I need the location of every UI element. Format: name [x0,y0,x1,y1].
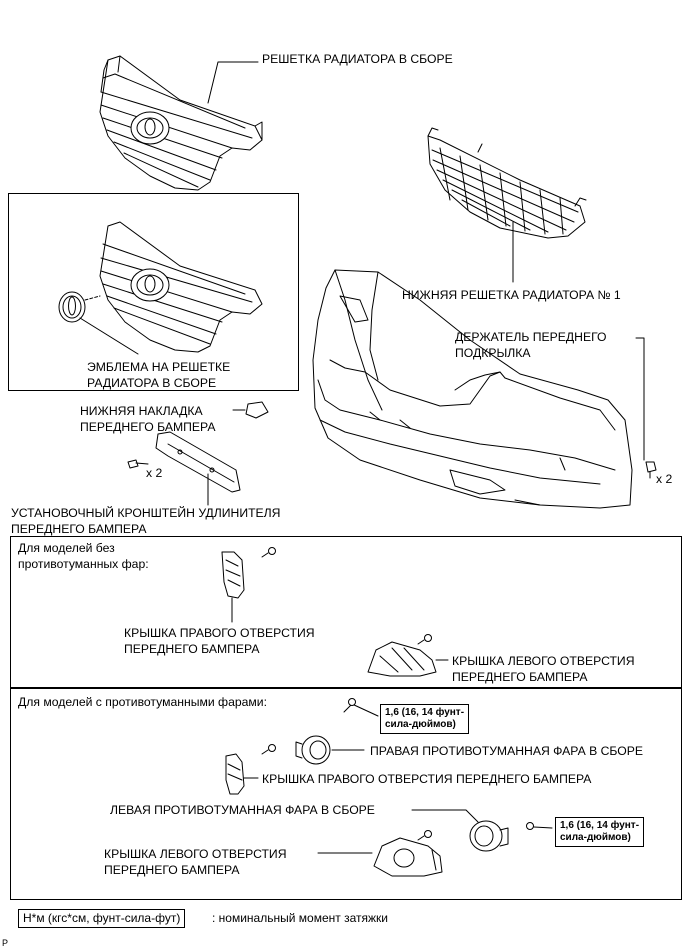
left-fog-screw-illustration [526,822,553,830]
radiator-grille-illustration [99,55,263,191]
lower-grille-label: НИЖНЯЯ РЕШЕТКА РАДИАТОРА № 1 [402,288,621,302]
extension-bracket-illustration [155,431,241,493]
no-fog-left-cover-illustration [367,641,437,677]
torque-spec-right: 1,6 (16, 14 фунт- сила-дюймов) [380,704,470,734]
fog-section-frame [10,688,682,900]
torque-spec-left: 1,6 (16, 14 фунт- сила-дюймов) [555,817,645,847]
left-fog-lamp-label: ЛЕВАЯ ПРОТИВОТУМАННАЯ ФАРА В СБОРЕ [110,803,375,817]
grille-assembly-leader [207,61,259,104]
right-fog-lamp-illustration [295,735,331,765]
lower-bumper-cover-illustration [245,401,269,419]
fog-left-screw-illustration [417,830,432,841]
no-fog-right-cover-label: КРЫШКА ПРАВОГО ОТВЕРСТИЯ ПЕРЕДНЕГО БАМПЕ… [124,626,315,656]
retainer-clip-illustration [645,461,657,479]
corner-mark: P [2,938,9,948]
right-fog-screw-illustration [348,698,356,706]
fender-liner-retainer-label: ДЕРЖАТЕЛЬ ПЕРЕДНЕГО ПОДКРЫЛКА [455,330,607,360]
bracket-screw-qty: x 2 [146,466,163,480]
emblem-label: ЭМБЛЕМА НА РЕШЕТКЕ РАДИАТОРА В СБОРЕ [87,360,231,390]
torque-legend-description: : номинальный момент затяжки [212,911,388,925]
left-fog-lamp-illustration [469,820,509,852]
emblem-illustration [58,291,101,323]
fog-right-cover-illustration [225,753,245,795]
fog-left-cover-label: КРЫШКА ЛЕВОГО ОТВЕРСТИЯ ПЕРЕДНЕГО БАМПЕР… [104,847,287,877]
no-fog-right-screw-illustration [261,547,276,558]
torque-unit-legend: Н*м (кгс*см, фунт-сила-фут) [18,909,186,928]
emblem-leader [79,317,139,355]
no-fog-section-frame [10,536,682,688]
bracket-screw-illustration [127,459,149,469]
no-fog-right-cover-illustration [221,551,245,599]
no-fog-left-screw-illustration [417,634,432,645]
retainer-leader [635,337,645,461]
fog-right-cover-label: КРЫШКА ПРАВОГО ОТВЕРСТИЯ ПЕРЕДНЕГО БАМПЕ… [262,772,592,786]
right-fog-lamp-label: ПРАВАЯ ПРОТИВОТУМАННАЯ ФАРА В СБОРЕ [370,744,644,758]
emblem-inset-frame [8,193,299,391]
torque-right-leader [343,703,379,717]
lower-grille-illustration [427,127,587,239]
inset-grille-illustration [99,221,263,353]
fog-left-cover-illustration [373,837,443,877]
lower-bumper-cover-label: НИЖНЯЯ НАКЛАДКА ПЕРЕДНЕГО БАМПЕРА [80,404,216,434]
grille-assembly-label: РЕШЕТКА РАДИАТОРА В СБОРЕ [262,52,453,66]
no-fog-left-cover-label: КРЫШКА ЛЕВОГО ОТВЕРСТИЯ ПЕРЕДНЕГО БАМПЕР… [452,654,635,684]
left-fog-lamp-leader [411,809,479,823]
retainer-qty: x 2 [656,472,673,486]
extension-bracket-label: УСТАНОВОЧНЫЙ КРОНШТЕЙН УДЛИНИТЕЛЯ ПЕРЕДН… [11,506,281,536]
fog-section-title: Для моделей с противотуманными фарами: [18,695,267,709]
front-bumper-illustration [312,269,633,509]
fog-right-screw-illustration [261,744,276,755]
no-fog-section-title: Для моделей без противотуманных фар: [18,541,149,571]
